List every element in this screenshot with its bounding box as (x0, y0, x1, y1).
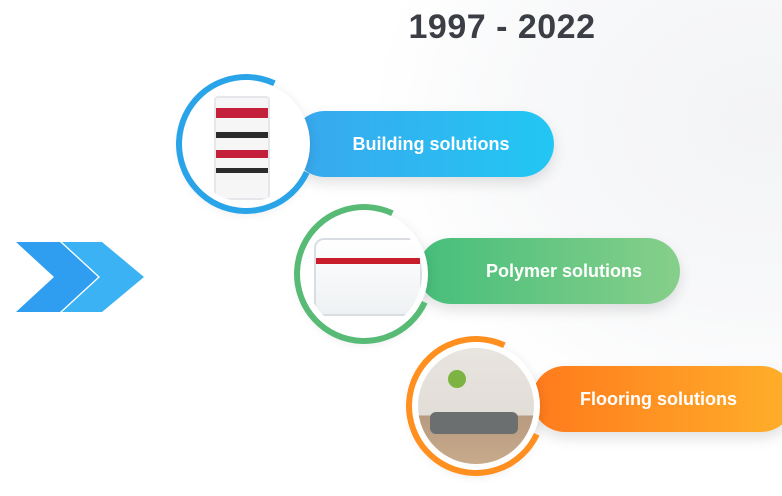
building-solutions-label: Building solutions (352, 133, 510, 154)
building-solutions-thumbnail (156, 54, 336, 234)
flooring-solutions-label: Flooring solutions (580, 388, 737, 409)
living-room-icon (418, 348, 534, 464)
building-solutions-button[interactable]: Building solutions (292, 111, 554, 177)
cement-bag-icon (214, 96, 270, 200)
water-tank-photo (306, 216, 422, 332)
polymer-solutions-label: Polymer solutions (485, 260, 643, 281)
living-room-photo (418, 348, 534, 464)
water-tank-icon (314, 238, 422, 316)
cement-bag-photo (188, 86, 304, 202)
flooring-solutions-button[interactable]: Flooring solutions (532, 366, 782, 432)
polymer-solutions-button[interactable]: Polymer solutions (418, 238, 680, 304)
polymer-solutions-thumbnail (274, 184, 454, 364)
flooring-solutions-thumbnail (386, 316, 566, 496)
double-chevron-right-icon (16, 242, 144, 312)
timeline-range: 1997 - 2022 (408, 8, 596, 46)
